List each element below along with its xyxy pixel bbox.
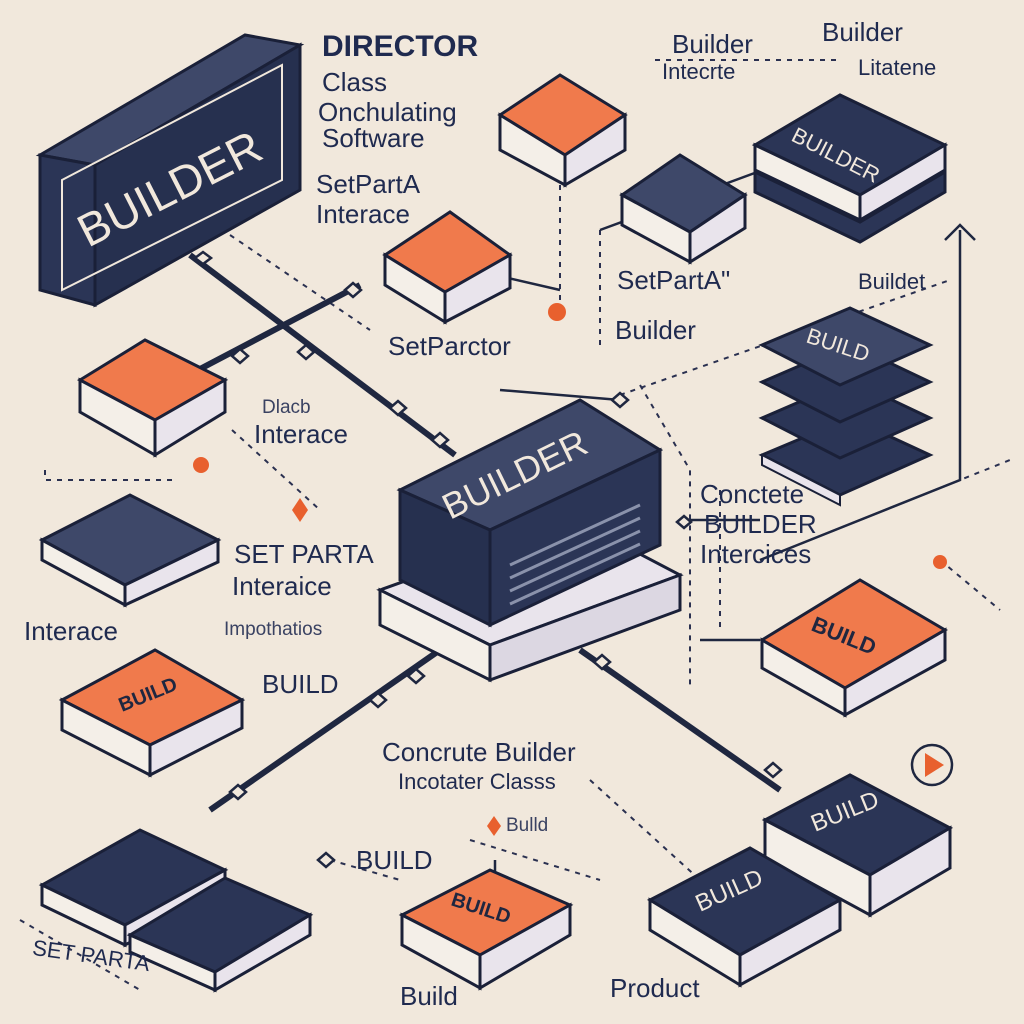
label-setparctor: SetParctor: [388, 331, 511, 361]
builder-stack-top: BUILDER: [751, 93, 949, 244]
play-icon[interactable]: [910, 743, 954, 787]
build-bottom-center: BUILD: [646, 846, 844, 988]
label-interaice-mid: Interaice: [232, 571, 332, 601]
diamond-7: [406, 667, 426, 685]
line-stack-return: [759, 230, 962, 562]
dashed-line-bottom-right: [589, 779, 701, 881]
diamond-1: [192, 250, 214, 266]
orange-markers: [193, 303, 947, 836]
arrow-builder-to-build: [578, 647, 782, 793]
diamond-9: [228, 783, 248, 801]
label-build-bottom: Build: [400, 981, 458, 1011]
diamond-11: [763, 761, 783, 779]
dashed-line-far-right: [939, 559, 1001, 611]
label-director: DIRECTOR: [322, 30, 479, 63]
label-builder-top-right-2: Litatene: [858, 55, 937, 80]
label-setparta-top: SetPartA: [316, 169, 421, 199]
label-concrete-3: Intercices: [700, 539, 812, 569]
diamond-4: [430, 431, 450, 449]
label-build-bottom-mid: BUILD: [356, 845, 433, 875]
label-concrete-builder: Concrute Builder: [382, 737, 576, 767]
diamond-2: [296, 343, 316, 361]
dashed-line-right-drop: [639, 384, 691, 690]
dashed-line-bottom-center: [329, 859, 401, 881]
label-build-small: Bulld: [506, 815, 549, 836]
diamond-5: [230, 347, 250, 365]
orange-build-bottom: BUILD: [398, 868, 574, 991]
label-build-left: BUILD: [262, 669, 339, 699]
orange-marker-5: [487, 816, 501, 836]
arrow-builder-to-bottom-left: [208, 647, 442, 813]
label-builder-interface: Builder: [672, 29, 753, 59]
label-setparta-mid: SET PARTA: [234, 539, 374, 569]
label-dlacb: Dlacb: [262, 397, 311, 418]
label-director-orch: Onchulating: [318, 97, 457, 127]
label-builder-interface-2: Intecrte: [662, 59, 736, 84]
label-impothatios: Impothatios: [224, 619, 323, 640]
label-concrete-2: BUILDER: [704, 509, 817, 539]
label-builder-top-right: Builder: [822, 17, 903, 47]
navy-slab-bottom-left-2: [126, 876, 314, 993]
label-buildet: Buildet: [858, 269, 926, 294]
orange-build-right: BUILD: [759, 578, 948, 718]
label-concrete-1: Conctete: [700, 479, 805, 509]
label-interace-mid: Interace: [254, 419, 348, 449]
arrow-diamonds: [192, 250, 783, 869]
line-setparctor: [499, 388, 621, 402]
dashed-line-left: [44, 470, 175, 481]
orange-marker-2: [193, 457, 209, 473]
orange-build-left: BUILD: [58, 648, 246, 778]
dashed-line-right-diag: [619, 279, 951, 396]
diamond-8: [368, 691, 388, 709]
diamond-10: [592, 653, 612, 671]
diamond-12: [610, 391, 630, 409]
dashed-line-bottom-mid: [469, 839, 601, 881]
diamond-14: [675, 514, 693, 530]
orange-cube-left: [76, 338, 229, 458]
builder-panel: BUILDER: [35, 33, 305, 308]
arrow-director-to-builder: [188, 252, 457, 458]
navy-cube-top: [619, 153, 748, 265]
label-setparta-top-2: Interace: [316, 199, 410, 229]
navy-slab-left: [38, 493, 222, 608]
orange-marker-1: [548, 303, 566, 321]
diamond-13: [316, 851, 336, 869]
dashed-line-bottom-left: [19, 919, 141, 991]
label-director-class: Class: [322, 67, 388, 97]
label-concrete-builder-2: Incotater Classs: [398, 769, 556, 794]
orange-cube-top: [497, 73, 628, 188]
arrowhead-up: [944, 223, 976, 241]
label-interace-left: Interace: [24, 616, 118, 646]
label-product: Product: [610, 973, 700, 1003]
orange-cube-setpart: [382, 210, 513, 325]
diamond-6: [343, 281, 363, 299]
center-builder: BUILDER: [376, 398, 684, 683]
orange-marker-3: [933, 555, 947, 569]
label-director-software: Software: [322, 123, 425, 153]
dashed-line-mid-left: [231, 429, 321, 511]
build-bottom-right: BUILD: [761, 773, 954, 918]
diamond-3: [388, 399, 408, 417]
label-builder-right: Builder: [615, 315, 696, 345]
label-setparta-right: SetPartA": [617, 265, 731, 295]
orange-marker-4: [292, 498, 308, 522]
build-stack-right: BUILD: [758, 306, 934, 507]
